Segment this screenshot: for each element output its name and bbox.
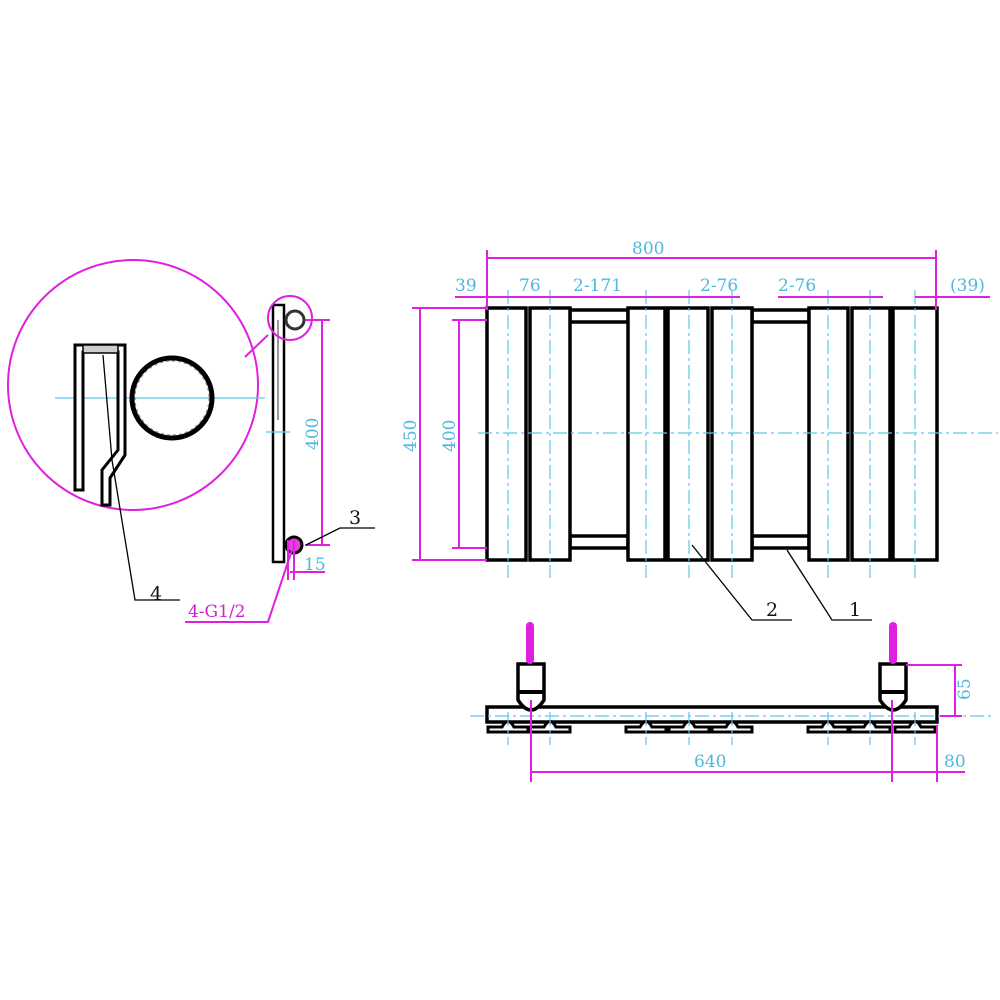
panel-foot xyxy=(486,720,530,734)
dim-2-76-a: 2-76 xyxy=(700,276,738,296)
dim-76: 76 xyxy=(519,276,541,296)
panel-foot xyxy=(624,720,668,734)
side-view: 400 15 3 4-G1/2 xyxy=(185,295,375,623)
bottom-view xyxy=(470,622,995,745)
part-label-3: 3 xyxy=(349,507,361,529)
panel-section xyxy=(73,343,127,507)
dim-800: 800 xyxy=(632,239,664,259)
front-view xyxy=(478,290,998,578)
left-valve xyxy=(526,622,534,664)
part-label-2: 2 xyxy=(766,599,778,621)
right-fitting xyxy=(878,662,908,712)
part-label-4: 4 xyxy=(150,583,162,605)
crossbar-top xyxy=(750,308,811,324)
dim-15: 15 xyxy=(304,555,326,575)
header-pipe-section xyxy=(129,355,215,441)
leader-4 xyxy=(102,354,180,601)
crossbar-bottom xyxy=(568,534,630,550)
panel-cap xyxy=(82,344,119,354)
dim-80: 80 xyxy=(944,752,966,772)
dim-65: 65 xyxy=(955,678,975,700)
detail-leader xyxy=(244,334,269,358)
dim-400: 400 xyxy=(440,420,460,452)
panel-foot xyxy=(528,720,572,734)
dim-640: 640 xyxy=(694,752,726,772)
dim-2-76-b: 2-76 xyxy=(778,276,816,296)
radiator-panel xyxy=(850,306,892,562)
dim-39-left: 39 xyxy=(455,276,477,296)
panel-foot xyxy=(710,720,754,734)
leader-3 xyxy=(305,527,375,546)
crossbar-bottom xyxy=(750,534,811,550)
detail-marker-circle xyxy=(267,295,313,341)
pipe-hatch xyxy=(134,360,210,436)
leader-1 xyxy=(786,549,872,621)
panel-foot xyxy=(893,720,937,734)
bottom-dimensions: 640 80 65 xyxy=(530,664,975,782)
top-pipe xyxy=(284,309,306,331)
bottom-bar xyxy=(485,705,939,724)
panel-foot xyxy=(806,720,850,734)
crossbar-top xyxy=(568,308,630,324)
dim-39-right: (39) xyxy=(950,276,985,296)
front-dimensions: 800 39 76 2-171 2-76 2-76 (39) 450 400 2… xyxy=(401,239,990,621)
leader-connection xyxy=(185,549,293,623)
left-fitting xyxy=(516,662,546,712)
dim-2-171: 2-171 xyxy=(573,276,622,296)
panel-foot xyxy=(848,720,892,734)
dim-450: 450 xyxy=(401,420,421,452)
detail-circle xyxy=(7,259,259,511)
detail-view: 4 xyxy=(7,259,269,605)
part-label-1: 1 xyxy=(849,599,861,621)
connection-spec: 4-G1/2 xyxy=(188,602,246,622)
side-panel xyxy=(271,303,286,564)
panel-foot xyxy=(667,720,711,734)
dim-400-side: 400 xyxy=(303,418,323,450)
leader-2 xyxy=(691,544,792,621)
right-valve xyxy=(889,622,897,664)
radiator-panel xyxy=(485,306,528,562)
radiator-panel xyxy=(666,306,710,562)
